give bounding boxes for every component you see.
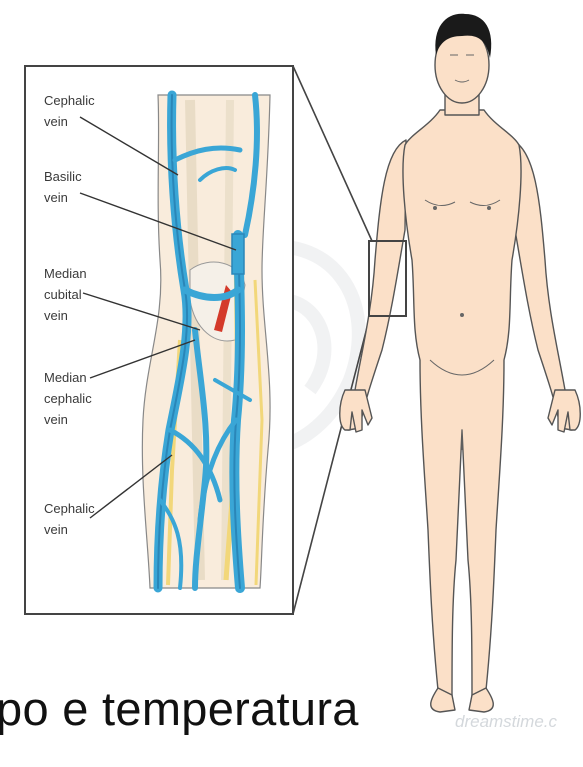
label-basilic-vein: Basilic vein [44,166,124,208]
arm-inset [142,95,270,588]
label-median-cubital-vein: Median cubital vein [44,263,124,326]
label-median-cephalic-vein: Median cephalic vein [44,367,124,430]
right-arm [347,140,406,430]
torso-legs [403,110,521,700]
human-body [340,27,581,712]
label-cephalic-vein-top: Cephalic vein [44,90,124,132]
label-cephalic-vein-bottom: Cephalic vein [44,498,124,540]
caption-text: po e temperatura [0,681,359,736]
watermark-text: dreamstime.c [455,712,557,732]
